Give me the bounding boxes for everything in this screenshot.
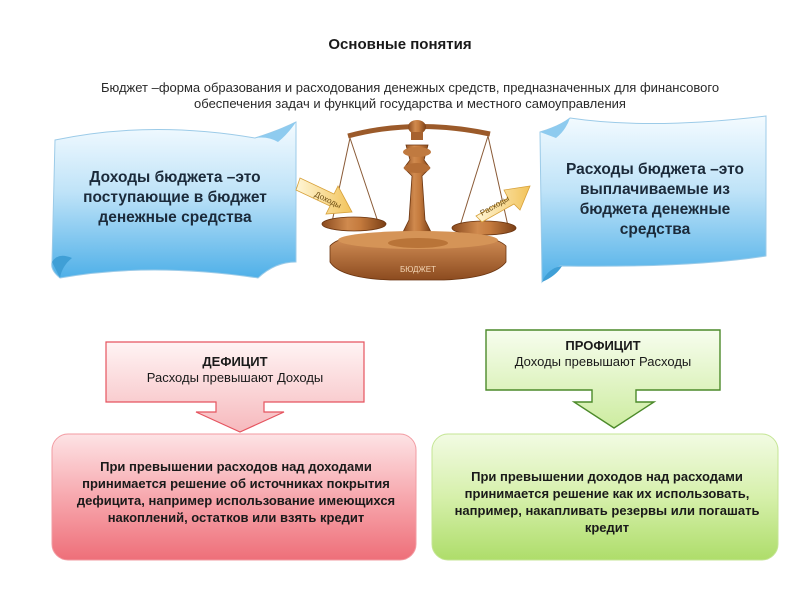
income-definition: Доходы бюджета –это поступающие в бюджет… bbox=[83, 169, 267, 226]
scales-illustration bbox=[321, 120, 517, 281]
surplus-description-box bbox=[431, 433, 779, 561]
scales-base-label: БЮДЖЕТ bbox=[400, 265, 436, 274]
deficit-label: ДЕФИЦИТ Расходы превышают Доходы bbox=[108, 342, 362, 402]
deficit-subtitle: Расходы превышают Доходы bbox=[146, 370, 324, 385]
income-arrow: Доходы bbox=[295, 177, 353, 215]
expense-arrow: Расходы bbox=[475, 185, 531, 223]
surplus-title: ПРОФИЦИТ bbox=[565, 338, 641, 353]
budget-definition: Бюджет –форма образования и расходования… bbox=[100, 80, 720, 111]
surplus-description: При превышении доходов над расходами при… bbox=[454, 469, 760, 535]
surplus-subtitle: Доходы превышают Расходы bbox=[514, 354, 692, 369]
deficit-flag bbox=[105, 341, 365, 433]
expense-scroll bbox=[539, 115, 767, 284]
income-scroll bbox=[51, 121, 297, 279]
surplus-flag bbox=[485, 329, 721, 429]
expense-definition: Расходы бюджета –это выплачиваемые из бю… bbox=[565, 161, 745, 238]
page-title: Основные понятия bbox=[328, 36, 472, 53]
deficit-title: ДЕФИЦИТ bbox=[202, 354, 268, 369]
deficit-description: При превышении расходов над доходами при… bbox=[76, 459, 396, 525]
deficit-description-box bbox=[51, 433, 417, 561]
surplus-label: ПРОФИЦИТ Доходы превышают Расходы bbox=[487, 332, 719, 390]
